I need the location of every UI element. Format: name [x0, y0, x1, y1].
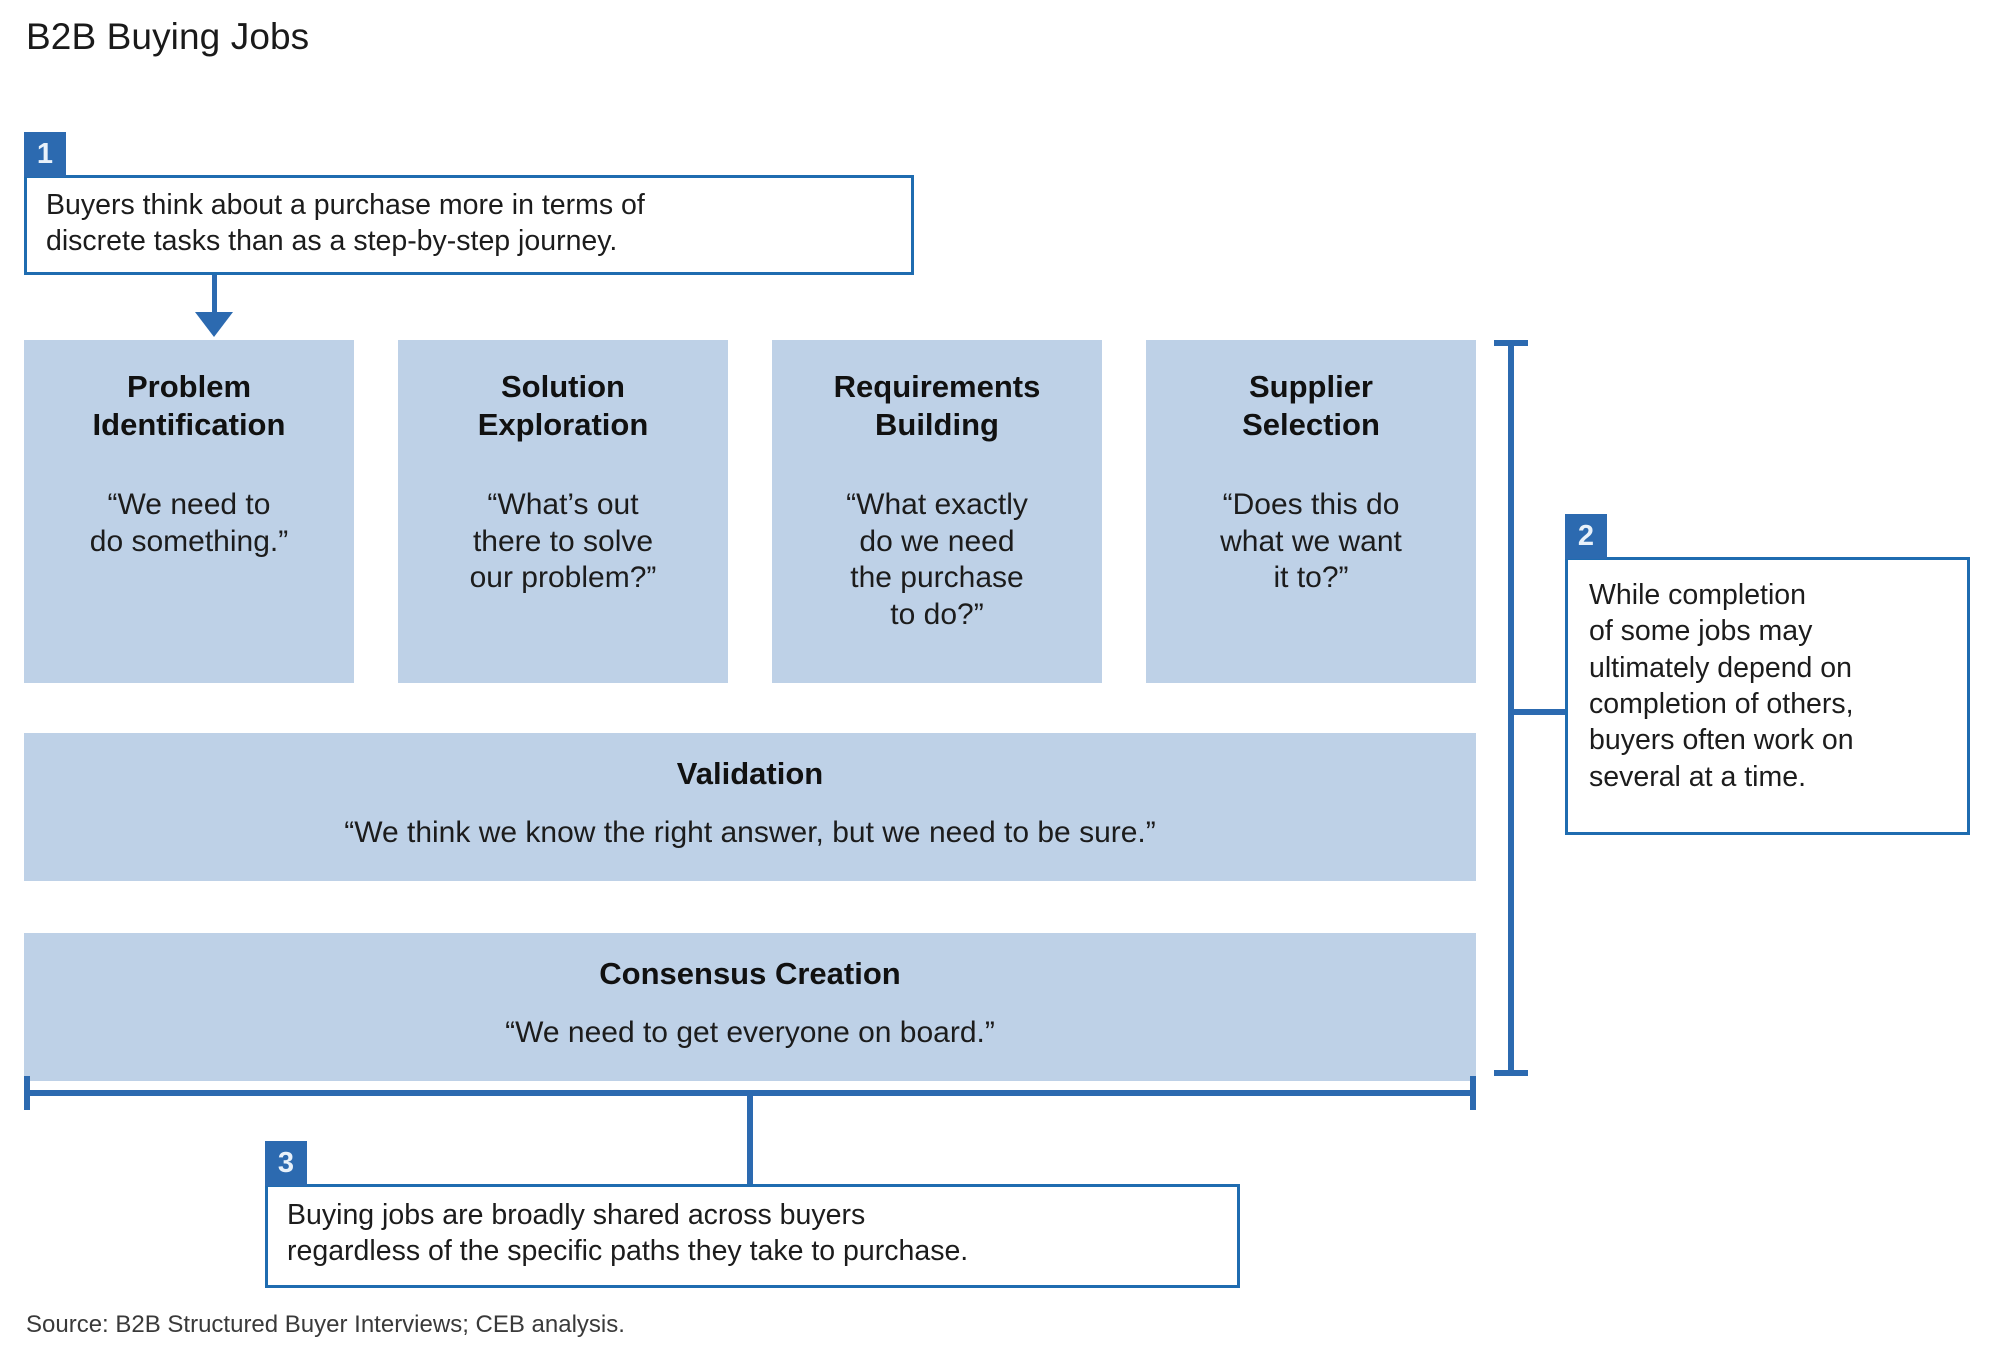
job-title: Consensus Creation — [599, 956, 901, 991]
job-box-consensus-creation: Consensus Creation “We need to get every… — [24, 933, 1476, 1081]
job-quote: “We need to do something.” — [89, 488, 289, 558]
callout-3-text: Buying jobs are broadly shared across bu… — [287, 1199, 969, 1268]
page-title: B2B Buying Jobs — [26, 16, 310, 57]
job-quote: “What’s out there to solve our problem?” — [469, 488, 657, 595]
callout-2-text: While completion of some jobs may ultima… — [1589, 579, 1854, 793]
callout-3-number-tab: 3 — [265, 1141, 307, 1186]
job-title: Problem Identification — [92, 369, 286, 442]
job-quote: “We think we know the right answer, but … — [344, 815, 1156, 849]
callout-1-number-tab: 1 — [24, 132, 66, 177]
right-bracket-connector — [1508, 709, 1570, 715]
job-quote: “What exactly do we need the purchase to… — [846, 488, 1028, 631]
callout-3: Buying jobs are broadly shared across bu… — [265, 1184, 1240, 1288]
job-title: Supplier Selection — [1242, 369, 1380, 442]
job-title: Solution Exploration — [477, 369, 649, 442]
job-box-solution-exploration: Solution Exploration “What’s out there t… — [398, 340, 728, 683]
callout-1-text: Buyers think about a purchase more in te… — [46, 189, 645, 258]
down-arrow-stem — [212, 275, 217, 317]
job-title: Validation — [676, 756, 824, 791]
job-box-requirements-building: Requirements Building “What exactly do w… — [772, 340, 1102, 683]
job-box-problem-identification: Problem Identification “We need to do so… — [24, 340, 354, 683]
bottom-bracket-right-cap — [1470, 1076, 1476, 1110]
callout-1: Buyers think about a purchase more in te… — [24, 175, 914, 275]
job-quote: “We need to get everyone on board.” — [505, 1015, 995, 1049]
down-arrow-icon — [195, 312, 233, 337]
bottom-bracket-drop-line — [747, 1090, 753, 1188]
callout-2-number-tab: 2 — [1565, 514, 1607, 559]
right-bracket-line — [1508, 342, 1514, 1074]
callout-2: While completion of some jobs may ultima… — [1565, 557, 1970, 835]
job-box-supplier-selection: Supplier Selection “Does this do what we… — [1146, 340, 1476, 683]
right-bracket-bottom-cap — [1494, 1070, 1528, 1076]
job-box-validation: Validation “We think we know the right a… — [24, 733, 1476, 881]
job-title: Requirements Building — [833, 369, 1041, 442]
source-note: Source: B2B Structured Buyer Interviews;… — [26, 1311, 625, 1338]
job-quote: “Does this do what we want it to?” — [1220, 488, 1402, 595]
